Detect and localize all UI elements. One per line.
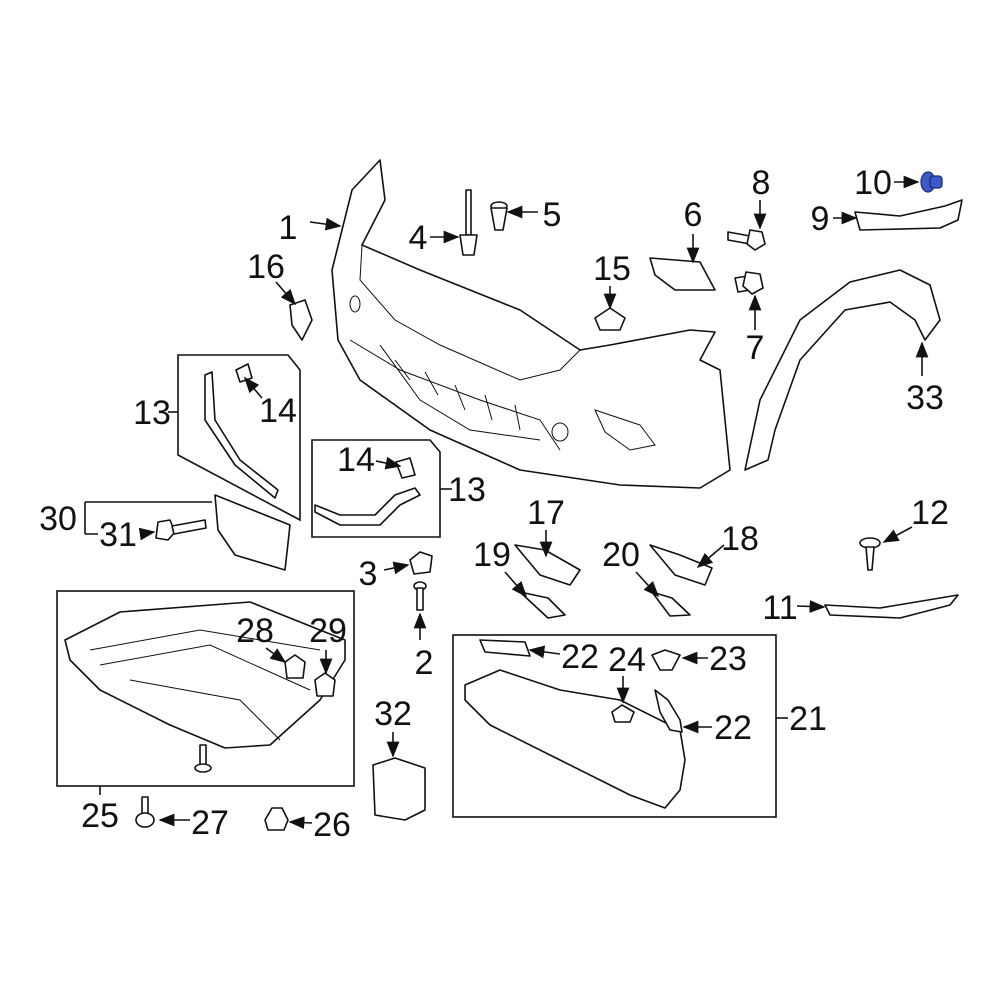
callout-33: 33 [906, 379, 944, 417]
part-clip-14-right [395, 457, 416, 479]
part-absorber-21 [464, 669, 686, 809]
callout-14-left: 14 [259, 392, 297, 430]
part-bracket-30 [214, 494, 291, 571]
part-bolt-2 [413, 581, 427, 611]
part-bolt-8 [727, 229, 766, 251]
callout-21: 21 [789, 700, 827, 738]
callout-1: 1 [279, 209, 298, 247]
callout-22-top: 22 [561, 638, 599, 676]
part-bolt-31 [155, 519, 207, 541]
part-clip-26 [264, 807, 289, 831]
part-undercover-25 [64, 601, 346, 749]
callout-29: 29 [309, 612, 347, 650]
callout-19: 19 [473, 536, 511, 574]
part-bracket-22-bottom [654, 689, 683, 733]
callout-11: 11 [762, 589, 797, 627]
part-bumper-cover [331, 159, 731, 489]
part-molding-13-left [204, 371, 279, 499]
callout-15: 15 [593, 250, 631, 288]
callout-3: 3 [359, 555, 378, 593]
group-box-25 [56, 590, 355, 787]
part-bolt-10-highlighted [920, 171, 943, 193]
part-bracket-20 [651, 591, 691, 617]
callout-8: 8 [752, 164, 771, 202]
callout-31: 31 [99, 516, 137, 554]
part-nut-15 [594, 307, 626, 331]
part-rivet-4 [459, 189, 478, 256]
part-bracket-19 [519, 591, 566, 619]
callout-30: 30 [39, 500, 77, 538]
part-clip-16 [289, 299, 313, 341]
part-fender-flare-33 [744, 269, 941, 471]
part-clip-14-left [235, 363, 253, 383]
callout-13-left: 13 [133, 394, 171, 432]
part-molding-11 [824, 594, 959, 619]
part-bolt-7 [734, 271, 764, 295]
callout-9: 9 [811, 200, 830, 238]
callout-12: 12 [911, 494, 949, 532]
group-box-13-14-left [177, 354, 301, 522]
part-clip-23 [651, 649, 681, 671]
callout-10: 10 [854, 164, 892, 202]
callout-17: 17 [527, 494, 565, 532]
callout-6: 6 [684, 196, 703, 234]
callout-25: 25 [81, 797, 119, 835]
callout-labels: 1 4 5 6 8 10 9 15 16 7 33 13 14 14 13 30… [39, 164, 949, 844]
callout-2: 2 [415, 644, 434, 682]
callout-13-right: 13 [448, 471, 486, 509]
group-box-13-14-right [311, 439, 441, 538]
callout-23: 23 [709, 640, 747, 678]
leader-lines [84, 175, 929, 830]
part-nut-28 [284, 654, 306, 679]
part-nut-24 [611, 704, 635, 723]
part-screw-12 [859, 537, 881, 571]
part-bracket-22-top [479, 639, 531, 657]
part-bracket-18 [649, 544, 713, 586]
callout-4: 4 [409, 219, 428, 257]
callout-26: 26 [313, 806, 351, 844]
callout-16: 16 [247, 248, 285, 286]
part-bolt-27 [135, 796, 155, 828]
part-sensor-32 [372, 757, 426, 821]
part-bracket-6 [649, 257, 716, 291]
callout-32: 32 [374, 695, 412, 733]
part-molding-9 [854, 199, 963, 231]
part-bolt-25a [194, 744, 212, 773]
part-bracket-17 [514, 544, 581, 586]
part-molding-13-right [314, 487, 421, 526]
callout-18: 18 [721, 520, 759, 558]
callout-24: 24 [608, 641, 646, 679]
callout-22-bottom: 22 [714, 709, 752, 747]
callout-20: 20 [602, 536, 640, 574]
callout-28: 28 [236, 612, 274, 650]
callout-14-right: 14 [337, 441, 375, 479]
part-nut-3 [409, 551, 433, 575]
callout-27: 27 [191, 804, 229, 842]
group-box-21 [452, 634, 777, 818]
callout-5: 5 [543, 196, 562, 234]
callout-7: 7 [746, 329, 765, 367]
part-clip-5 [490, 201, 508, 231]
